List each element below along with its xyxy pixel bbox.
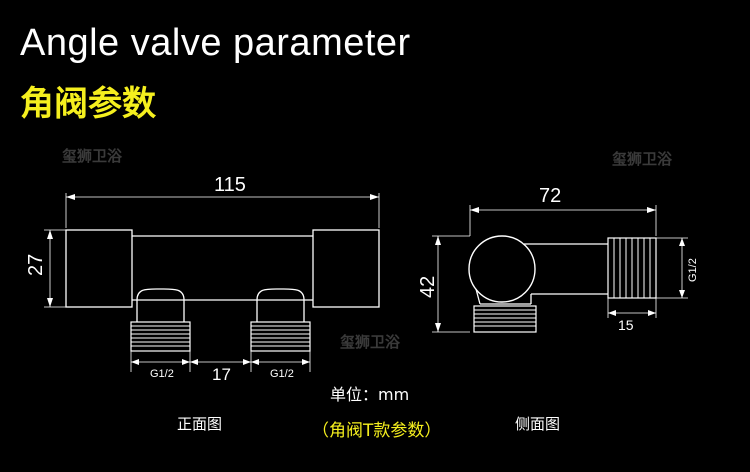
side-thread-length-label: 15 [618, 317, 634, 333]
side-view: 72 42 G1/2 [417, 185, 699, 333]
front-thread-right-label: G1/2 [270, 368, 294, 380]
watermark-1: 玺狮卫浴 [62, 147, 123, 165]
model-caption: （角阀T款参数） [312, 421, 442, 441]
title-english: Angle valve parameter [20, 22, 411, 64]
front-view-caption: 正面图 [177, 415, 223, 433]
unit-label: 单位：mm [330, 385, 410, 404]
front-spacing-label: 17 [212, 365, 231, 384]
title-chinese: 角阀参数 [20, 84, 156, 124]
front-height-label: 27 [25, 254, 47, 276]
front-width-label: 115 [214, 174, 246, 196]
side-view-caption: 侧面图 [515, 415, 561, 433]
watermark-3: 玺狮卫浴 [340, 333, 401, 351]
front-view: 115 27 [25, 174, 380, 384]
watermark-2: 玺狮卫浴 [612, 150, 673, 168]
side-width-label: 72 [539, 185, 561, 207]
front-thread-left-label: G1/2 [150, 368, 174, 380]
side-height-label: 42 [417, 276, 439, 298]
side-thread-label: G1/2 [687, 258, 699, 282]
